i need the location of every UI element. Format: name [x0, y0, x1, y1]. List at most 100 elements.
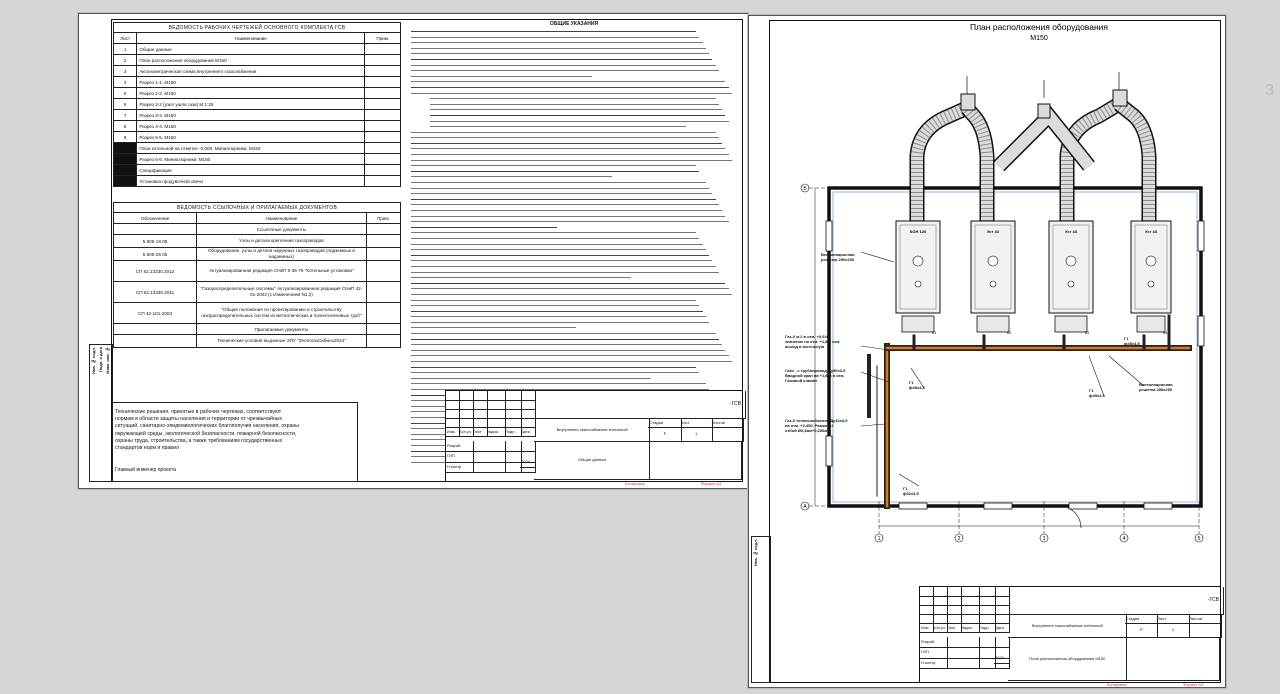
boiler-burner: [1147, 280, 1155, 288]
boiler-body: [970, 220, 1016, 314]
col-note: Прим.: [365, 212, 402, 224]
title-cell: [932, 596, 948, 606]
boiler-model-label: SOH 120: [910, 229, 927, 234]
vent-grille-label: Вентиляционная решетка 250х250: [821, 252, 855, 262]
drawing-name: Спецификация: [136, 164, 366, 176]
text-line: [430, 98, 716, 100]
axis-bubble: [1194, 533, 1204, 543]
attached-doc: Технические условия выданные ЗПУ "Зелпог…: [196, 334, 367, 348]
axis-number: 3: [1043, 536, 1046, 542]
boiler-inner: [1052, 224, 1090, 310]
drawing-sheet-no: 2: [112, 54, 138, 66]
text-line: [411, 288, 729, 290]
text-line: [411, 389, 710, 390]
title-col-label: №док.: [960, 623, 980, 633]
ref-code: 5.905-25.05: [112, 247, 198, 261]
text-line: [411, 226, 557, 228]
title-cell: [458, 409, 474, 419]
text-line: [411, 176, 612, 178]
drawing-sheet-no: 7: [112, 109, 138, 121]
drawing-row: План котельной на отметке -0,000. Миниат…: [112, 142, 401, 154]
title-cell: [648, 441, 742, 480]
drawing-row: Установка продувочной свечи: [112, 175, 401, 187]
title-role-label: Разраб.: [446, 441, 474, 453]
title-cell: [932, 605, 948, 615]
title-role-label: Н.контр.: [446, 461, 474, 473]
ref-row: СП 42-101-2003"Общие положения по проект…: [112, 302, 402, 324]
title-cell: [458, 418, 474, 428]
text-line: [411, 271, 719, 273]
sheet-name: Общие данные: [534, 441, 651, 480]
axis-number: 5: [1198, 536, 1201, 542]
title-cell: [994, 596, 1010, 606]
drawing-name: Установка продувочной свечи: [136, 175, 366, 187]
building-walls: [827, 186, 1203, 508]
axis-number: 1: [878, 536, 881, 542]
drawing-sheet-no: [112, 142, 138, 154]
year: 2024: [520, 457, 536, 469]
axis-number: 2: [958, 536, 961, 542]
stage-head: Лист: [679, 418, 713, 428]
copied-label: Копировал: [625, 481, 646, 486]
title-cell: [978, 637, 996, 649]
text-line: [411, 159, 732, 161]
title-col-label: Подп.: [504, 427, 522, 437]
title-cell: [946, 637, 980, 649]
title-cell: [472, 441, 506, 453]
text-line: [430, 103, 719, 105]
axis-bubble: [1039, 533, 1049, 543]
text-line: [411, 215, 726, 217]
stage-head: Листов: [710, 418, 744, 428]
text-line: [430, 120, 729, 122]
flue-hatch: [1115, 99, 1155, 221]
ref-code: СП 42-101-2003: [112, 302, 198, 324]
drawings-header-row: Лист Наименование Прим.: [112, 32, 401, 44]
format-label: Формат А3: [1183, 682, 1204, 687]
title-cell: [504, 441, 522, 453]
drawing-name: Аксонометрическая схема внутреннего газо…: [136, 65, 366, 77]
boiler-burner: [989, 280, 997, 288]
col-name: Наименование: [196, 212, 367, 224]
boiler-flue-outlet: [912, 255, 924, 267]
drawing-sheet-no: [112, 153, 138, 165]
title-cell: [504, 418, 522, 428]
col-sheet: Лист: [112, 32, 138, 44]
title-cell: [978, 596, 996, 606]
stage-head: Стадия: [648, 418, 682, 428]
boiler-mark: К1: [932, 330, 937, 335]
text-line: [411, 327, 577, 329]
title-cell: [458, 400, 474, 410]
axis-letter: А: [803, 504, 807, 510]
text-line: [411, 193, 713, 195]
text-line: [411, 321, 710, 323]
drawing-name: Разрез 2-2. М150: [136, 87, 366, 99]
title-cell: [960, 605, 980, 615]
text-line: [411, 142, 723, 144]
pipe-mark-g2: Г1 ф45х4,5: [1089, 388, 1105, 398]
text-line: [411, 182, 706, 184]
year: 2024: [994, 653, 1010, 665]
title-cell: [994, 605, 1010, 615]
gas-entry-label: Газ-0 м.2 в отм. +0,640 значение на отм.…: [785, 334, 841, 349]
object-name: Внутреннее газоснабжение котельной: [534, 418, 651, 443]
stage-value: 1: [679, 427, 713, 443]
title-cell: [520, 441, 536, 453]
boiler-inner: [899, 224, 937, 310]
title-cell: [486, 409, 506, 419]
gas-pipeline: [867, 314, 1192, 509]
text-line: [411, 92, 732, 94]
drawing-name: Разрез 1-1. М150: [136, 76, 366, 88]
text-line: [411, 282, 726, 284]
title-cell: [920, 605, 934, 615]
page-marker: 3: [1265, 82, 1274, 99]
flue-duct-fill: [911, 102, 970, 221]
title-col-label: Кол.уч: [458, 427, 474, 437]
